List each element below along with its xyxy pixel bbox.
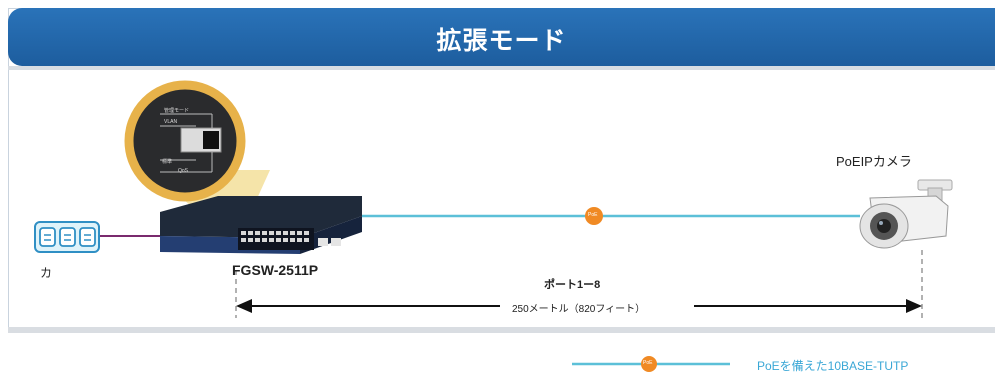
- camera-label: PoEIPカメラ: [836, 154, 912, 169]
- dip-switch-zoom: [124, 80, 246, 202]
- zoom-label-2: VLAN: [164, 119, 178, 125]
- power-label: カ: [40, 266, 53, 280]
- legend-label: PoEを備えた10BASE-TUTP: [757, 359, 909, 373]
- title-banner: 拡張モード: [8, 8, 995, 66]
- switch-model-label: FGSW-2511P: [232, 262, 319, 278]
- switch-device-icon: [160, 196, 362, 254]
- power-outlet-icon: [34, 221, 100, 253]
- poe-badge-label: PoE: [588, 212, 598, 218]
- zoom-label-3: 標準: [162, 159, 173, 165]
- poe-badge-icon: [585, 207, 603, 225]
- diagram-title: 拡張モード: [436, 26, 567, 55]
- zoom-label-4: QoS: [178, 168, 189, 174]
- zoom-label-1: 管理モード: [164, 108, 190, 114]
- banner-shadow: [8, 66, 995, 70]
- legend-poe-icon: [641, 356, 657, 372]
- panel-bottom-bar: [8, 327, 995, 333]
- legend-badge-label: PoE: [643, 360, 653, 366]
- distance-arrow: [236, 299, 922, 313]
- ip-camera-icon: [859, 179, 953, 249]
- distance-label: 250メートル（820フィート）: [512, 304, 646, 315]
- ports-label: ポート1ー8: [544, 279, 601, 291]
